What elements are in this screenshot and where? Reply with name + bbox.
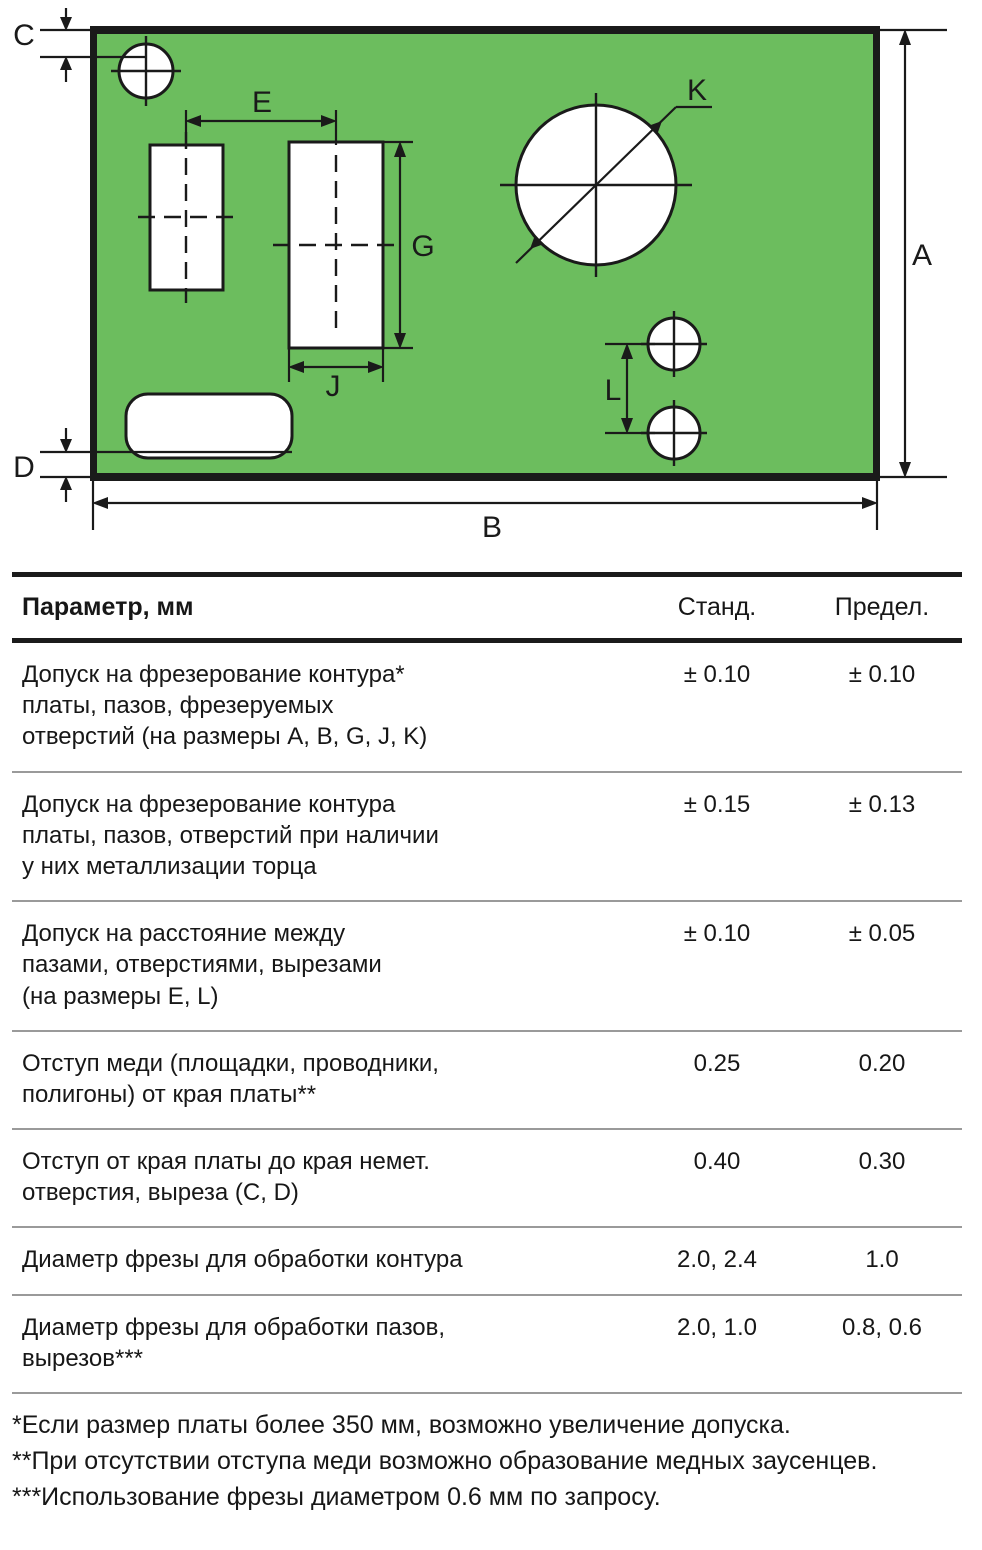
param-line: отверстия, выреза (C, D) — [22, 1179, 299, 1207]
param-line: Допуск на фрезерование контура — [22, 790, 396, 818]
param-line: Допуск на расстояние между — [22, 920, 346, 948]
dimension-a — [877, 28, 947, 479]
table-body: Допуск на фрезерование контура* платы, п… — [12, 640, 962, 1395]
dimension-b — [91, 477, 879, 530]
dimension-label-g: G — [411, 230, 434, 263]
table-row: Отступ меди (площадки, проводники, полиг… — [12, 1030, 962, 1131]
column-header-parameter: Параметр, мм — [22, 593, 194, 621]
arrow-l-top — [621, 343, 633, 359]
dimension-k-leader — [515, 105, 712, 264]
cell-standard: 0.25 — [632, 1030, 802, 1131]
footnote-2: **При отсутствии отступа меди возможно о… — [12, 1447, 878, 1475]
param-line: платы, пазов, отверстий при наличии — [22, 821, 439, 849]
cell-parameter: Допуск на фрезерование контура* платы, п… — [12, 640, 632, 773]
footnote-1: *Если размер платы более 350 мм, возможн… — [12, 1411, 791, 1439]
arrow-c-bottom — [60, 56, 72, 70]
dimension-label-e: E — [252, 86, 272, 119]
table-row: Допуск на фрезерование контура* платы, п… — [12, 640, 962, 773]
arrow-k-lower — [530, 235, 544, 249]
param-line: Отступ меди (площадки, проводники, — [22, 1049, 439, 1077]
dimension-label-l: L — [605, 374, 622, 407]
table-row: Допуск на фрезерование контура платы, па… — [12, 771, 962, 903]
table-row: Отступ от края платы до края немет. отве… — [12, 1129, 962, 1229]
param-line: Диаметр фрезы для обработки контура — [22, 1246, 463, 1274]
cell-limit: 0.30 — [802, 1129, 962, 1229]
dimension-l — [605, 342, 655, 435]
cell-standard: ± 0.10 — [632, 640, 802, 773]
table-row: Диаметр фрезы для обработки контура 2.0,… — [12, 1227, 962, 1296]
column-header-standard: Станд. — [677, 593, 757, 621]
param-line: у них металлизации торца — [22, 852, 317, 880]
arrow-g-bottom — [394, 333, 406, 349]
arrow-g-top — [394, 141, 406, 157]
pcb-drawing-svg: A B C D E G J K L — [13, 8, 947, 544]
table-head: Параметр, мм Станд. Предел. — [12, 574, 962, 641]
dimension-j — [287, 348, 385, 382]
cell-parameter: Отступ меди (площадки, проводники, полиг… — [12, 1030, 632, 1131]
pcb-board-edge-top — [93, 26, 877, 34]
cell-limit: 1.0 — [802, 1227, 962, 1296]
arrow-b-right — [862, 497, 878, 509]
cell-parameter: Диаметр фрезы для обработки контура — [12, 1227, 632, 1296]
arrow-k-upper — [648, 121, 662, 135]
param-line: пазами, отверстиями, вырезами — [22, 951, 382, 979]
param-line: отверстий (на размеры A, B, G, J, K) — [22, 723, 428, 751]
cell-limit: ± 0.05 — [802, 901, 962, 1032]
footnote-3: ***Использование фрезы диаметром 0.6 мм … — [12, 1483, 661, 1511]
table-header-row: Параметр, мм Станд. Предел. — [12, 574, 962, 641]
cell-limit: ± 0.10 — [802, 640, 962, 773]
cell-standard: 2.0, 1.0 — [632, 1294, 802, 1395]
dimension-label-j: J — [326, 370, 341, 403]
arrow-a-bottom — [899, 462, 911, 478]
param-line: вырезов*** — [22, 1344, 144, 1372]
arrow-e-right — [321, 115, 337, 127]
arrow-j-left — [288, 361, 304, 373]
cell-standard: 2.0, 2.4 — [632, 1227, 802, 1296]
arrow-d-top — [60, 439, 72, 453]
param-line: Диаметр фрезы для обработки пазов, — [22, 1313, 446, 1341]
cell-limit: 0.20 — [802, 1030, 962, 1131]
param-line: платы, пазов, фрезеруемых — [22, 692, 334, 720]
cell-parameter: Диаметр фрезы для обработки пазов, вырез… — [12, 1294, 632, 1395]
arrow-a-top — [899, 29, 911, 45]
cell-limit: 0.8, 0.6 — [802, 1294, 962, 1395]
dimension-label-b: B — [482, 511, 502, 544]
param-line: полигоны) от края платы** — [22, 1080, 317, 1108]
cell-limit: ± 0.13 — [802, 771, 962, 903]
table-row: Допуск на расстояние между пазами, отвер… — [12, 901, 962, 1032]
rounded-slot-bottom-left — [124, 392, 294, 460]
arrow-e-left — [185, 115, 201, 127]
dimension-label-a: A — [912, 239, 932, 272]
cell-parameter: Отступ от края платы до края немет. отве… — [12, 1129, 632, 1229]
column-header-limit: Предел. — [834, 593, 930, 621]
dimension-label-c: C — [13, 19, 35, 52]
tolerance-spec-table: Параметр, мм Станд. Предел. Допуск на фр… — [12, 572, 962, 1395]
cell-standard: ± 0.10 — [632, 901, 802, 1032]
footnotes: *Если размер платы более 350 мм, возможн… — [12, 1408, 964, 1516]
pcb-board-edge-left — [90, 26, 97, 481]
arrow-c-top — [60, 17, 72, 31]
table: Параметр, мм Станд. Предел. Допуск на фр… — [12, 572, 962, 1395]
arrow-d-bottom — [60, 476, 72, 490]
arrow-b-left — [92, 497, 108, 509]
pcb-board-edge-bottom — [93, 473, 877, 481]
dimension-g — [383, 140, 413, 350]
param-line: Допуск на фрезерование контура* — [22, 661, 405, 688]
param-line: Отступ от края платы до края немет. — [22, 1148, 430, 1176]
arrow-j-right — [368, 361, 384, 373]
crosshair-hole-top-left — [111, 36, 181, 106]
cell-parameter: Допуск на расстояние между пазами, отвер… — [12, 901, 632, 1032]
dimension-e — [184, 110, 338, 148]
arrow-l-bottom — [621, 418, 633, 434]
cell-standard: ± 0.15 — [632, 771, 802, 903]
dimension-label-k: K — [687, 74, 707, 107]
param-line: (на размеры E, L) — [22, 982, 219, 1010]
cell-standard: 0.40 — [632, 1129, 802, 1229]
dimension-label-d: D — [13, 451, 35, 484]
cell-parameter: Допуск на фрезерование контура платы, па… — [12, 771, 632, 903]
pcb-drawing-figure: A B C D E G J K L — [0, 0, 982, 560]
table-row: Диаметр фрезы для обработки пазов, вырез… — [12, 1294, 962, 1395]
pcb-board-edge-right — [873, 26, 880, 481]
